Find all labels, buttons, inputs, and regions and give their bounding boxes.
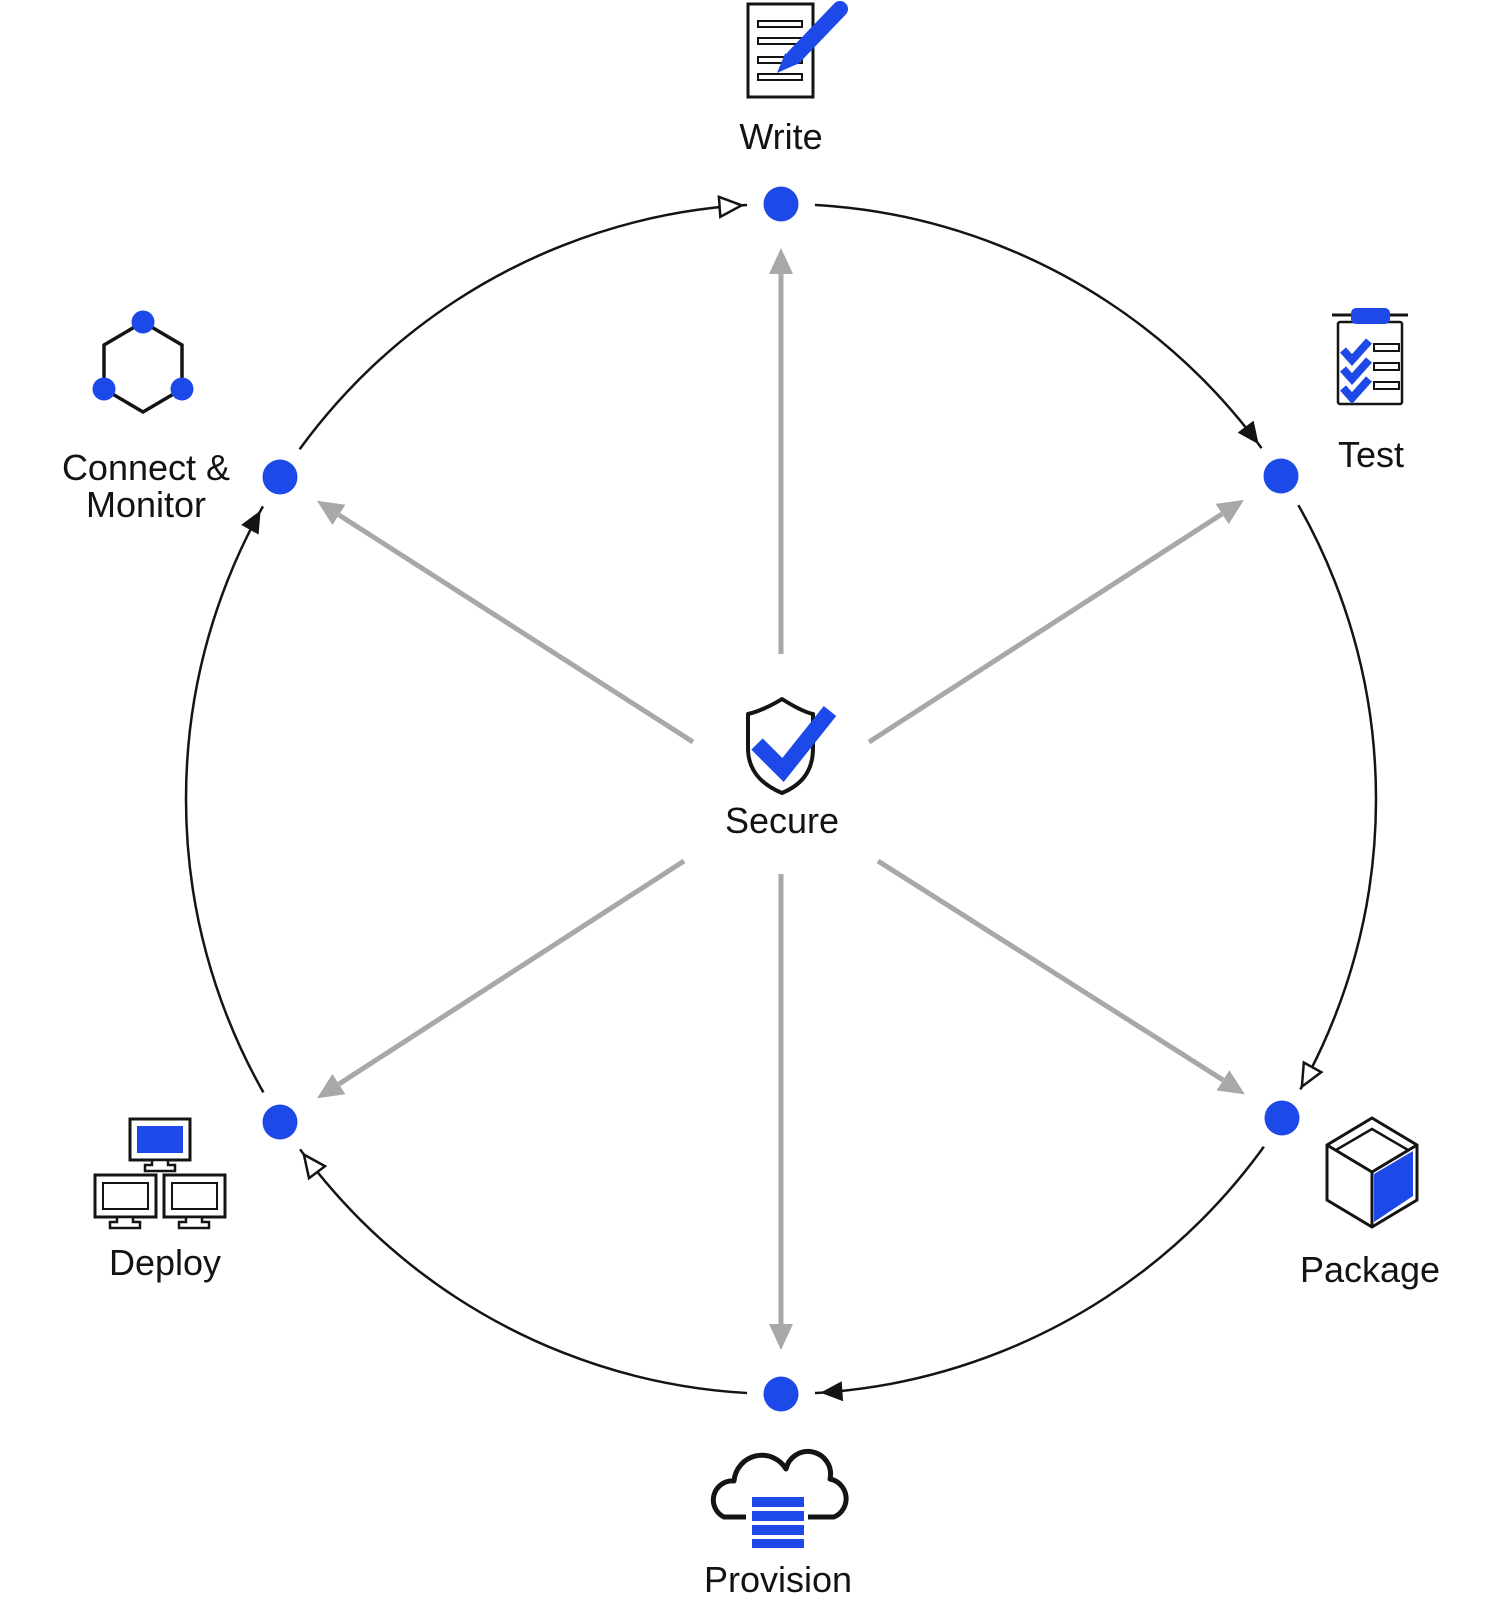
- hexagon-network-icon: [92, 310, 194, 415]
- monitors-icon: [93, 1117, 227, 1230]
- label-deploy: Deploy: [109, 1242, 221, 1283]
- cycle-arrowheads: [241, 194, 1324, 1402]
- node-dot-connect-monitor: [262, 459, 298, 495]
- document-edit-icon: [746, 1, 848, 99]
- flow-arrowhead-into-connect-monitor: [241, 510, 261, 535]
- spoke-to-deploy: [337, 858, 686, 1087]
- checkmark: [1340, 376, 1372, 404]
- clipboard-checklist-icon: [1332, 308, 1408, 406]
- hexagon-node-right: [170, 377, 194, 401]
- monitor-stand: [177, 1215, 211, 1230]
- stack-bar: [752, 1525, 804, 1535]
- node-dot-package: [1264, 1100, 1300, 1136]
- monitor-right-screen: [171, 1182, 218, 1210]
- spoke-to-test: [867, 511, 1224, 745]
- node-dot-deploy: [262, 1104, 298, 1140]
- hexagon-node-top: [131, 310, 155, 334]
- label-package: Package: [1300, 1249, 1440, 1290]
- spoke-arrowhead-test: [1215, 499, 1244, 525]
- checklist-line: [1373, 362, 1400, 371]
- spoke-arrowhead-package: [1216, 1070, 1245, 1095]
- checkmark: [1340, 338, 1372, 366]
- hexagon-node-left: [92, 377, 116, 401]
- label-write: Write: [739, 116, 822, 157]
- spoke-arrowhead-connect-monitor: [317, 500, 346, 525]
- shield-checkmark: [751, 706, 837, 782]
- spoke-arrowhead-deploy: [317, 1074, 346, 1099]
- flow-arrowhead-into-package: [1300, 1060, 1324, 1090]
- flow-arrowhead-into-provision: [820, 1381, 844, 1402]
- flow-arrowhead-into-deploy: [302, 1152, 328, 1181]
- stack-bar: [752, 1511, 804, 1521]
- shield-outline: [746, 697, 815, 795]
- monitor-stand: [143, 1158, 177, 1173]
- cloud-stack-icon: [710, 1448, 849, 1552]
- cube-icon: [1325, 1116, 1419, 1229]
- cube-top-inner-line: [1335, 1127, 1409, 1152]
- stage-labels: Write Test Package Provision Deploy Conn…: [62, 116, 1440, 1600]
- document-line: [757, 20, 803, 28]
- monitor-top-screen: [137, 1126, 183, 1153]
- document-line: [757, 73, 803, 81]
- spoke-to-connect-monitor: [337, 512, 695, 745]
- label-provision: Provision: [704, 1559, 852, 1600]
- node-dot-test: [1263, 458, 1299, 494]
- clipboard-clip: [1351, 308, 1390, 324]
- label-connect-monitor-line2: Monitor: [86, 484, 206, 525]
- label-connect-monitor-line1: Connect &: [62, 447, 230, 488]
- node-dot-provision: [763, 1376, 799, 1412]
- label-test: Test: [1338, 434, 1404, 475]
- cube-blue-face: [1374, 1151, 1413, 1222]
- hexagon-outline: [102, 319, 184, 415]
- checkmark: [1340, 357, 1372, 385]
- spoke-arrowhead-write: [769, 248, 793, 274]
- shield-check-icon: [746, 697, 837, 795]
- stack-bar: [752, 1497, 804, 1507]
- label-secure: Secure: [725, 800, 839, 841]
- center-spokes: [317, 248, 1245, 1350]
- node-dot-write: [763, 186, 799, 222]
- pen-body: [786, 1, 848, 65]
- stage-node-dots: [262, 186, 1300, 1412]
- spoke-arrowhead-provision: [769, 1324, 793, 1350]
- checklist-line: [1373, 381, 1400, 390]
- spoke-to-package: [876, 858, 1225, 1083]
- monitor-left-screen: [102, 1182, 149, 1210]
- pen-tip: [777, 53, 797, 73]
- cube-inner-edges: [1326, 1143, 1418, 1227]
- stack-bar: [752, 1539, 804, 1548]
- flow-arrowhead-into-write: [717, 194, 745, 219]
- flow-arrowhead-into-test: [1237, 420, 1259, 445]
- checklist-line: [1373, 343, 1400, 352]
- monitor-stand: [108, 1215, 142, 1230]
